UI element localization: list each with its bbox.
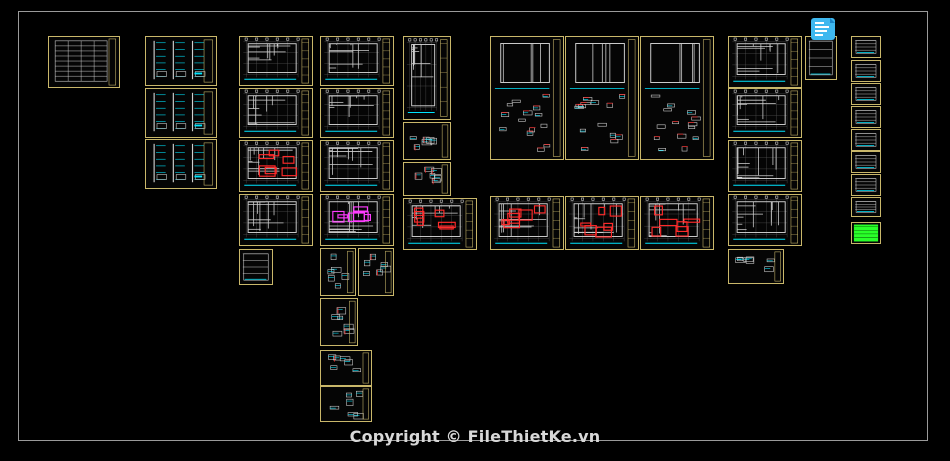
drawing-sheet-thumbnail[interactable] (403, 162, 451, 196)
drawing-sheet-thumbnail[interactable] (851, 36, 881, 58)
drawing-sheet-thumbnail[interactable] (358, 248, 394, 296)
sheet-drawing-linework (494, 39, 561, 157)
sheet-drawing-linework (494, 197, 561, 248)
drawing-sheet-thumbnail[interactable] (851, 83, 881, 105)
drawing-sheet-thumbnail[interactable] (728, 88, 802, 138)
sheet-drawing-linework (644, 39, 711, 157)
sheet-drawing-linework (732, 89, 798, 136)
drawing-sheet-thumbnail[interactable] (320, 386, 372, 422)
sheet-drawing-linework (331, 300, 356, 344)
drawing-sheet-thumbnail[interactable] (320, 248, 356, 296)
drawing-sheet-thumbnail[interactable] (565, 36, 639, 160)
drawing-sheet-thumbnail[interactable] (145, 139, 217, 189)
sheet-drawing-linework (808, 40, 833, 76)
sheet-drawing-linework (324, 37, 390, 84)
sheet-drawing-linework (855, 155, 877, 169)
drawing-sheet-thumbnail[interactable] (851, 174, 881, 196)
sheet-drawing-linework (243, 141, 309, 190)
drawing-sheet-thumbnail[interactable] (320, 194, 394, 246)
drawing-sheet-thumbnail[interactable] (640, 196, 714, 250)
drawing-sheet-thumbnail[interactable] (239, 36, 313, 86)
sheet-drawing-linework (243, 37, 309, 84)
sheet-drawing-linework (243, 89, 309, 136)
sheet-drawing-linework (855, 87, 877, 101)
drawing-sheet-thumbnail[interactable] (320, 88, 394, 138)
drawing-sheet-thumbnail[interactable] (851, 106, 881, 128)
drawing-sheet-thumbnail[interactable] (239, 140, 313, 192)
drawing-sheet-thumbnail[interactable] (145, 36, 217, 86)
drawing-sheet-thumbnail[interactable] (320, 140, 394, 192)
drawing-sheet-thumbnail[interactable] (851, 129, 881, 151)
sheet-drawing-linework (855, 40, 877, 54)
sheet-drawing-linework (732, 37, 798, 86)
sheet-drawing-linework (855, 64, 877, 78)
drawing-sheet-thumbnail[interactable] (728, 249, 784, 284)
drawing-sheet-thumbnail[interactable] (48, 36, 120, 88)
sheet-drawing-linework (242, 253, 269, 281)
sheet-drawing-linework (324, 141, 390, 190)
sheet-drawing-linework (329, 388, 369, 420)
drawing-sheet-thumbnail[interactable] (728, 140, 802, 192)
sheet-drawing-linework (855, 201, 877, 213)
drawing-canvas-frame[interactable] (18, 11, 928, 441)
sheet-drawing-linework (855, 178, 877, 192)
sheet-drawing-linework (569, 197, 636, 248)
drawing-sheet-thumbnail[interactable] (851, 60, 881, 82)
sheet-drawing-linework (569, 39, 636, 157)
drawing-sheet-thumbnail[interactable] (851, 222, 881, 244)
sheet-drawing-linework (243, 195, 309, 244)
drawing-sheet-thumbnail[interactable] (320, 298, 358, 346)
drawing-sheet-thumbnail[interactable] (403, 198, 477, 250)
sheet-drawing-linework (407, 199, 473, 248)
drawing-sheet-thumbnail[interactable] (145, 88, 217, 138)
sheet-drawing-linework (54, 38, 117, 86)
sheet-drawing-linework (153, 39, 213, 83)
drawing-sheet-thumbnail[interactable] (320, 36, 394, 86)
sheet-drawing-linework (327, 250, 354, 294)
drawing-sheet-thumbnail[interactable] (239, 88, 313, 138)
sheet-drawing-linework (732, 195, 798, 244)
sheet-drawing-linework (855, 133, 877, 147)
sheet-drawing-linework (153, 91, 213, 135)
drawing-sheet-thumbnail[interactable] (239, 194, 313, 246)
sheet-drawing-linework (409, 124, 449, 158)
sheet-drawing-linework (153, 142, 213, 186)
sheet-drawing-linework (414, 164, 448, 194)
drawing-sheet-thumbnail[interactable] (320, 350, 372, 386)
sheet-drawing-linework (324, 195, 390, 244)
sheet-drawing-linework (363, 250, 392, 294)
drawing-sheet-thumbnail[interactable] (239, 249, 273, 285)
sheet-drawing-linework (328, 352, 369, 384)
drawing-sheet-thumbnail[interactable] (728, 194, 802, 246)
drawing-sheet-thumbnail[interactable] (403, 36, 451, 120)
sheet-drawing-linework (855, 110, 877, 124)
sheet-drawing-linework (324, 89, 390, 136)
drawing-sheet-thumbnail[interactable] (565, 196, 639, 250)
sheet-drawing-linework (732, 141, 798, 190)
sheet-drawing-linework (644, 197, 711, 248)
drawing-sheet-thumbnail[interactable] (640, 36, 714, 160)
drawing-sheet-thumbnail[interactable] (403, 122, 451, 160)
sheet-drawing-linework (735, 251, 781, 282)
drawing-sheet-thumbnail[interactable] (728, 36, 802, 88)
drawing-sheet-thumbnail[interactable] (490, 196, 564, 250)
filethietke-logo-icon (810, 15, 922, 43)
copyright-text: Copyright © FileThietKe.vn (349, 427, 601, 446)
drawing-sheet-thumbnail[interactable] (851, 197, 881, 217)
drawing-sheet-thumbnail[interactable] (851, 151, 881, 173)
drawing-sheet-thumbnail[interactable] (490, 36, 564, 160)
sheet-drawing-linework (406, 38, 448, 117)
sheet-drawing-linework (853, 224, 879, 242)
